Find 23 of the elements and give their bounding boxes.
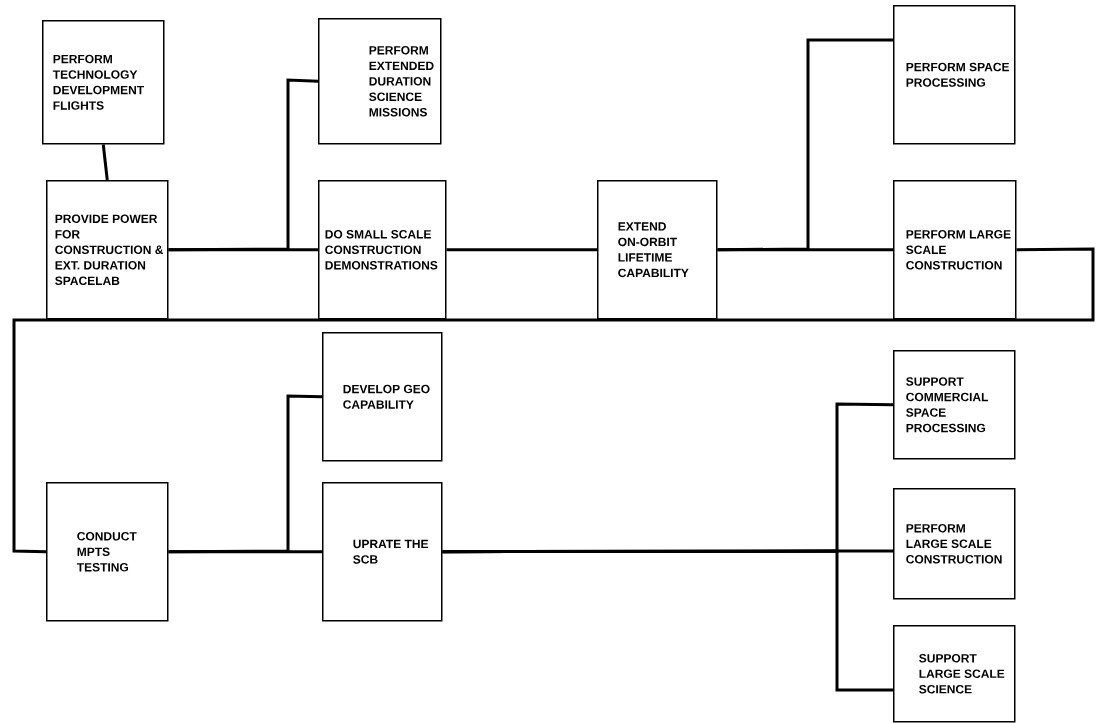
connector-line [717, 248, 893, 252]
process-box: PERFORM LARGE SCALE CONSTRUCTION [893, 180, 1017, 320]
process-box: DO SMALL SCALE CONSTRUCTION DEMONSTRATIONS [318, 180, 447, 320]
process-box: PERFORM LARGE SCALE CONSTRUCTION [893, 488, 1016, 600]
process-box: EXTEND ON-ORBIT LIFETIME CAPABILITY [597, 180, 718, 320]
process-box: PERFORM EXTENDED DURATION SCIENCE MISSIONS [318, 18, 442, 145]
connector-line [12, 247, 1095, 554]
process-box: CONDUCT MPTS TESTING [46, 482, 169, 622]
connector-line [168, 248, 318, 252]
connector-line [168, 78, 319, 252]
process-box: SUPPORT COMMERCIAL SPACE PROCESSING [893, 350, 1016, 460]
connector-line [717, 38, 893, 252]
process-box: SUPPORT LARGE SCALE SCIENCE [893, 625, 1016, 723]
process-box: DEVELOP GEO CAPABILITY [322, 332, 443, 462]
process-box: PERFORM SPACE PROCESSING [893, 5, 1016, 145]
connector-line [446, 248, 597, 252]
connector-line [168, 394, 323, 554]
process-box: UPRATE THE SCB [322, 482, 443, 622]
connector-line [168, 550, 322, 554]
process-box: PROVIDE POWER FOR CONSTRUCTION & EXT. DURATION SPACELAB [46, 180, 169, 320]
process-box: PERFORM TECHNOLOGY DEVELOPMENT FLIGHTS [42, 20, 165, 145]
connector-line [101, 144, 109, 181]
connector-line [442, 549, 893, 692]
